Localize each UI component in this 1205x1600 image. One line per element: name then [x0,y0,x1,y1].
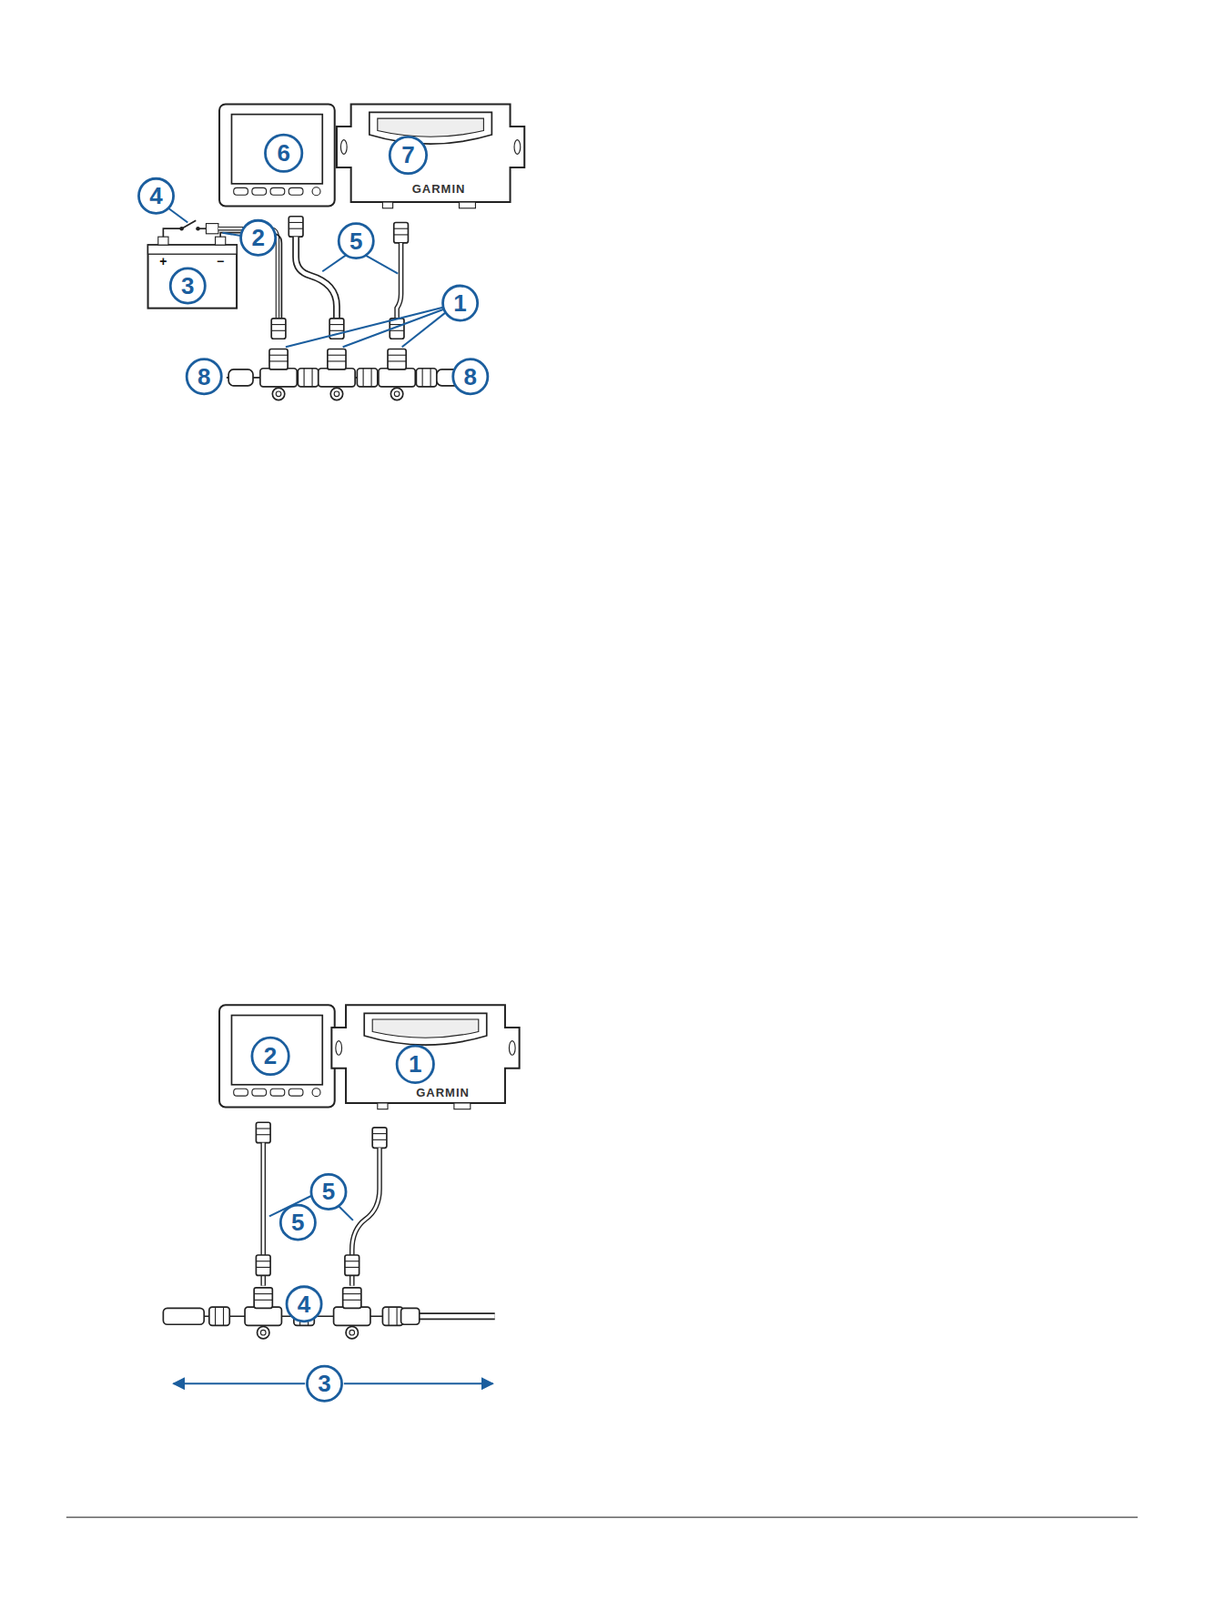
brand-text: GARMIN [412,182,466,195]
polarity-mark: − [216,254,224,268]
callout-number: 3 [181,273,194,298]
callout-number: 5 [291,1210,304,1235]
callout-number: 1 [453,291,466,315]
callout-number: 5 [349,229,363,254]
callout-circle [280,1205,315,1240]
callout-number: 3 [317,1371,331,1396]
brand-text: GARMIN [415,1086,470,1099]
callout-number: 4 [297,1292,311,1317]
callout-number: 7 [401,142,415,167]
callout-number: 5 [322,1179,335,1204]
callout-number: 6 [276,141,290,165]
callout-number: 8 [464,364,477,389]
callout-number: 8 [197,364,211,389]
callout-number: 2 [251,225,264,250]
polarity-mark: + [159,254,167,268]
callout-number: 4 [149,183,163,208]
callout-number: 2 [263,1043,277,1068]
callout-number: 1 [408,1052,422,1076]
